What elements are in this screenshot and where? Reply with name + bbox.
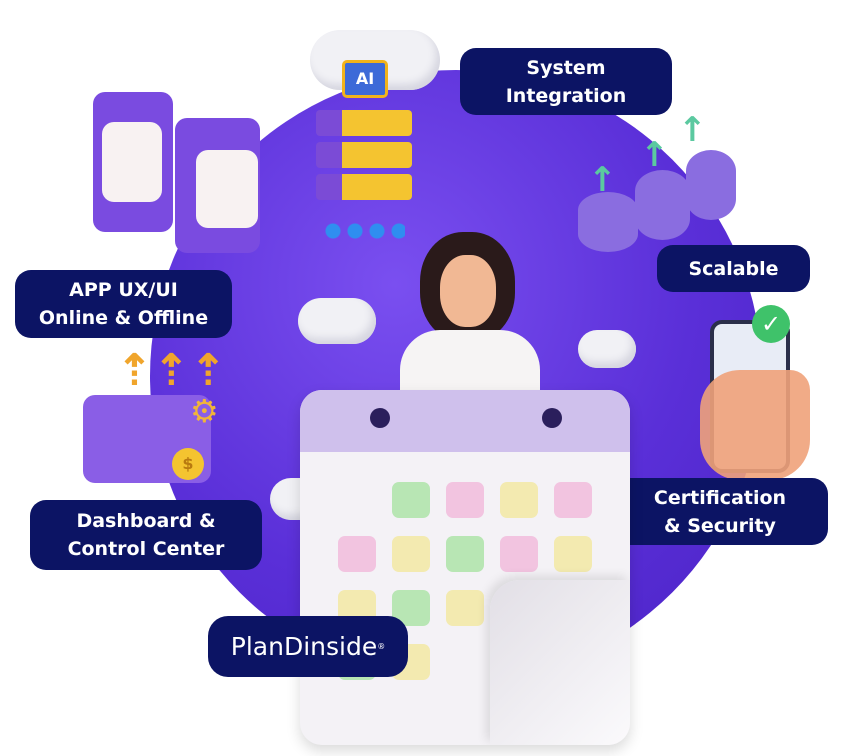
calendar-ring xyxy=(370,408,390,428)
ai-chip-icon: AI xyxy=(342,60,388,98)
calendar-cell xyxy=(500,536,538,572)
server-icon xyxy=(316,110,412,202)
coin-stack-icon xyxy=(635,170,690,240)
logo-text: PlanDinside xyxy=(230,632,378,661)
dollar-coin-icon: $ xyxy=(172,448,204,480)
calendar-ring xyxy=(542,408,562,428)
label-line: APP UX/UI xyxy=(69,279,178,301)
calendar-cell xyxy=(392,482,430,518)
calendar-illustration xyxy=(300,390,630,745)
calendar-cell xyxy=(338,536,376,572)
planinside-logo: PlanDinside® xyxy=(208,616,408,677)
calendar-cell xyxy=(500,482,538,518)
label-system-integration: System Integration xyxy=(460,48,672,115)
cloud-icon xyxy=(578,330,636,368)
cloud-icon xyxy=(298,298,376,344)
calendar-cell xyxy=(554,482,592,518)
calendar-header xyxy=(300,390,630,452)
page-curl xyxy=(490,580,630,745)
label-line: Certification xyxy=(653,486,787,509)
check-badge-icon: ✓ xyxy=(752,305,790,343)
calendar-cell xyxy=(446,482,484,518)
calendar-cell xyxy=(446,536,484,572)
coin-stack-icon xyxy=(578,192,638,252)
label-line: & Security xyxy=(664,514,776,537)
label-line: Scalable xyxy=(688,257,779,280)
calendar-cell xyxy=(392,536,430,572)
coin-stack-icon xyxy=(686,150,736,220)
network-nodes-icon xyxy=(325,222,405,240)
label-certification-security: Certification & Security xyxy=(612,478,828,545)
person-face xyxy=(440,255,496,327)
label-app-ux-ui: APP UX/UI Online & Offline xyxy=(15,270,232,338)
arrow-up-icon: ↑ xyxy=(678,110,707,150)
gear-icon: ⚙ xyxy=(190,392,219,430)
hand-icon xyxy=(700,370,810,480)
label-line: Dashboard & xyxy=(76,510,216,532)
calendar-cell xyxy=(554,536,592,572)
app-card-icon xyxy=(102,122,162,202)
app-card-icon xyxy=(196,150,258,228)
label-scalable: Scalable xyxy=(657,245,810,292)
arrow-up-icon: ↑ xyxy=(588,160,617,200)
label-line: Integration xyxy=(505,84,627,107)
label-line: Control Center xyxy=(67,538,225,560)
label-line: System xyxy=(526,56,606,79)
arrow-up-icon: ⇡⇡⇡ xyxy=(116,345,227,396)
label-line: Online & Offline xyxy=(38,307,209,329)
arrow-up-icon: ↑ xyxy=(640,135,669,175)
label-dashboard-control-center: Dashboard & Control Center xyxy=(30,500,262,570)
registered-mark: ® xyxy=(377,642,386,651)
calendar-cell xyxy=(446,590,484,626)
